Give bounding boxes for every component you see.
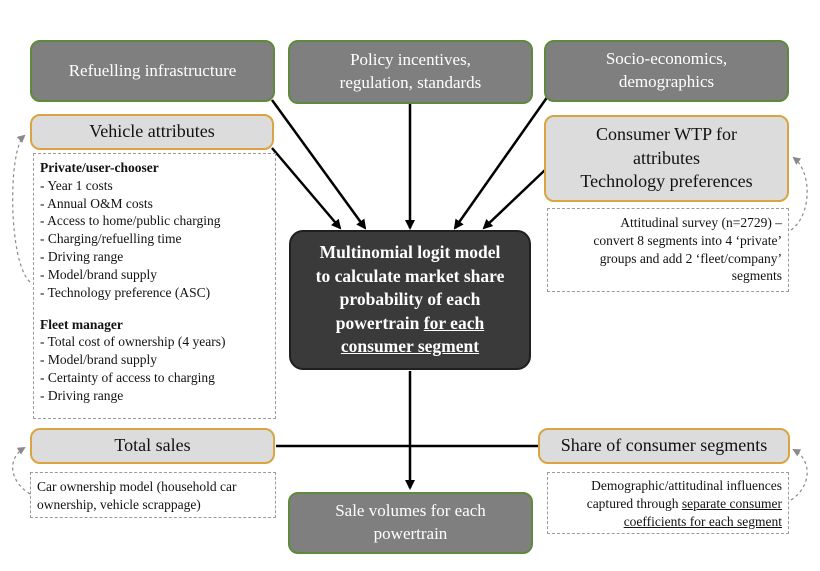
wtp-label-line2: attributes [633, 147, 700, 168]
dotted-arrow-vehicle-attributes [12, 134, 31, 283]
list-item: - Driving range [40, 387, 124, 403]
vehicle-attributes-box: Vehicle attributes [30, 114, 274, 150]
sale-volumes-line2: powertrain [373, 524, 448, 543]
demographic-line2-plain: captured through [586, 495, 682, 511]
dotted-arrow-share-segments [790, 449, 808, 501]
total-sales-box: Total sales [30, 428, 275, 464]
survey-note-line2: convert 8 segments into 4 ‘private’ [593, 232, 782, 248]
arrow-socio-to-model [453, 95, 550, 230]
car-ownership-line1: Car ownership model (household car [37, 479, 237, 494]
vehicle-attributes-detail: Private/user-chooser - Year 1 costs - An… [33, 153, 276, 419]
model-line3: probability of each [339, 289, 481, 310]
car-ownership-line2: ownership, vehicle scrappage) [37, 496, 201, 512]
list-item: - Total cost of ownership (4 years) [40, 334, 226, 350]
list-item: - Certainty of access to charging [40, 369, 215, 385]
consumer-wtp-box: Consumer WTP for attributes Technology p… [544, 115, 789, 202]
share-consumer-segments-box: Share of consumer segments [538, 428, 790, 464]
list-item: - Driving range [40, 249, 124, 265]
wtp-label-line3: Technology preferences [580, 171, 753, 192]
demographic-line3-underlined: coefficients for each segment [623, 513, 782, 529]
car-ownership-note: Car ownership model (household car owner… [30, 472, 276, 518]
arrow-wtp-to-model [482, 169, 546, 230]
list-item: - Access to home/public charging [40, 213, 221, 229]
vehicle-attributes-label: Vehicle attributes [89, 121, 215, 142]
dotted-arrow-total-sales [12, 446, 31, 495]
survey-note-line4: segments [731, 268, 782, 284]
list-item: - Charging/refuelling time [40, 231, 182, 247]
socio-economics-box: Socio-economics, demographics [544, 40, 789, 102]
list-item: - Technology preference (ASC) [40, 284, 211, 300]
sale-volumes-line1: Sale volumes for each [335, 501, 486, 521]
list-item: - Annual O&M costs [40, 195, 153, 211]
refuelling-infrastructure-box: Refuelling infrastructure [30, 40, 275, 102]
socio-label-line2: demographics [618, 72, 715, 91]
model-line4: powertrain for each [336, 312, 484, 336]
model-line5-underlined: consumer segment [340, 336, 480, 357]
demographic-line1: Demographic/attitudinal influences [591, 478, 782, 493]
list-item: - Model/brand supply [40, 266, 157, 282]
dotted-arrow-wtp [790, 156, 808, 231]
socio-label-line1: Socio-economics, [605, 49, 728, 69]
arrow-refuelling-to-model [270, 99, 367, 230]
demographic-note: Demographic/attitudinal influences captu… [547, 472, 789, 534]
private-user-heading: Private/user-chooser [40, 160, 159, 175]
model-line2: to calculate market share [315, 265, 505, 286]
survey-note-line3: groups and add 2 ‘fleet/company’ [599, 250, 782, 266]
policy-label-line1: Policy incentives, [350, 50, 471, 70]
total-sales-label: Total sales [114, 435, 191, 456]
model-line1: Multinomial logit model [319, 241, 501, 262]
survey-note-line1: Attitudinal survey (n=2729) – [620, 215, 782, 230]
model-line4-plain: powertrain [335, 312, 424, 333]
share-segments-label: Share of consumer segments [560, 435, 768, 456]
wtp-label-line1: Consumer WTP for [596, 124, 737, 145]
refuelling-infrastructure-label: Refuelling infrastructure [68, 60, 237, 80]
sale-volumes-box: Sale volumes for each powertrain [288, 492, 533, 554]
list-item: - Year 1 costs [40, 177, 113, 193]
list-item: - Model/brand supply [40, 352, 157, 368]
policy-incentives-box: Policy incentives, regulation, standards [288, 40, 533, 104]
demographic-line2-underlined: separate consumer [681, 495, 782, 511]
attitudinal-survey-note: Attitudinal survey (n=2729) – convert 8 … [547, 208, 789, 292]
demographic-line2: captured through separate consumer [554, 495, 782, 513]
model-line4-underlined: for each [423, 312, 485, 333]
fleet-manager-heading: Fleet manager [40, 316, 123, 332]
arrow-vehicle-attributes-to-model [271, 147, 342, 230]
policy-label-line2: regulation, standards [339, 73, 482, 92]
multinomial-logit-model-box: Multinomial logit model to calculate mar… [289, 230, 531, 370]
